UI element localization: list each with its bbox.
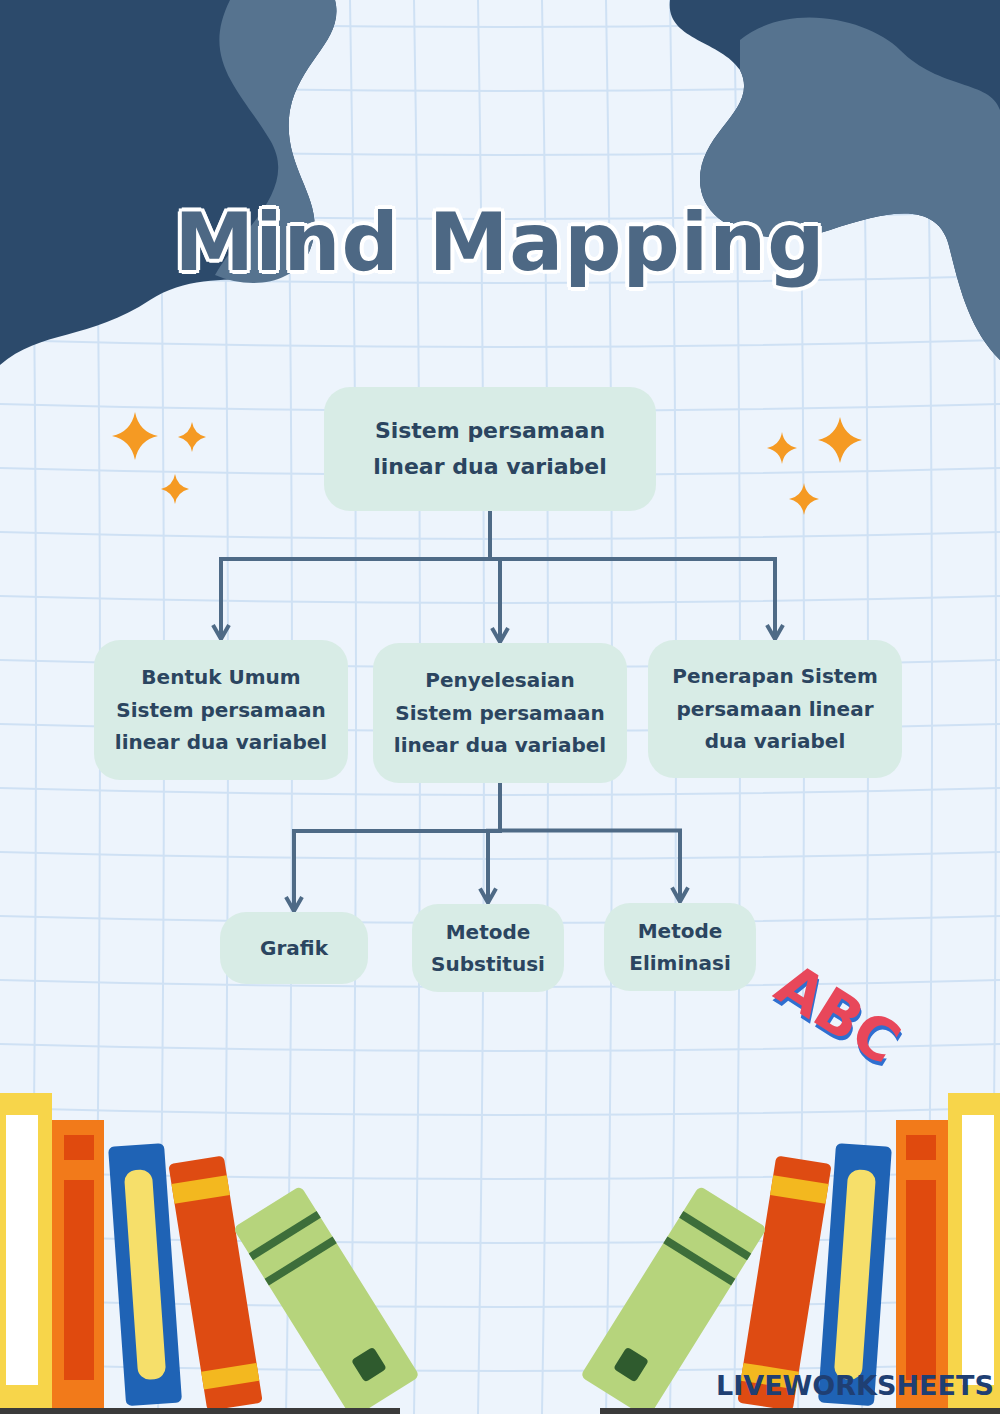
text-group: Penerapan Sistem persamaan linear dua va… [660, 660, 890, 757]
node-label: Metode Eliminasi [616, 915, 744, 980]
connector-arrow [490, 511, 775, 639]
title: Mind Mapping [0, 196, 1000, 289]
text-group: Bentuk Umum Sistem persamaan linear dua … [106, 661, 336, 758]
node-label: Bentuk Umum Sistem persamaan linear dua … [106, 661, 336, 758]
node-label: Penerapan Sistem persamaan linear dua va… [660, 660, 890, 757]
text-group: Grafik [260, 932, 328, 964]
method-box: Metode Eliminasi [604, 903, 756, 992]
connector-arrow [500, 783, 680, 902]
node-label: Metode Substitusi [424, 916, 552, 981]
text-group: Sistem persamaan linear dua variabel [336, 413, 644, 484]
connector-arrow [294, 783, 500, 911]
text-group: Metode Substitusi [424, 916, 552, 981]
node-label: Sistem persamaan linear dua variabel [336, 413, 644, 484]
node-label: Penyelesaian Sistem persamaan linear dua… [385, 664, 615, 761]
corner-blob [700, 18, 1000, 360]
corner-blob [670, 0, 1000, 360]
abc-icon: ABC [764, 950, 912, 1077]
node-label: Grafik [260, 932, 328, 964]
text-group: Penyelesaian Sistem persamaan linear dua… [385, 664, 615, 761]
text-group: Metode Eliminasi [616, 915, 744, 980]
book-stack [0, 1093, 1000, 1414]
topic-box: Penyelesaian Sistem persamaan linear dua… [373, 643, 627, 783]
connector-arrow [221, 511, 490, 639]
topic-box: Bentuk Umum Sistem persamaan linear dua … [94, 640, 348, 780]
method-box: Metode Substitusi [412, 904, 564, 993]
corner-blob [0, 0, 336, 365]
watermark: LIVEWORKSHEETS [716, 1370, 994, 1401]
method-box: Grafik [220, 912, 368, 984]
topic-box: Penerapan Sistem persamaan linear dua va… [648, 640, 902, 778]
root-box: Sistem persamaan linear dua variabel [324, 387, 656, 511]
